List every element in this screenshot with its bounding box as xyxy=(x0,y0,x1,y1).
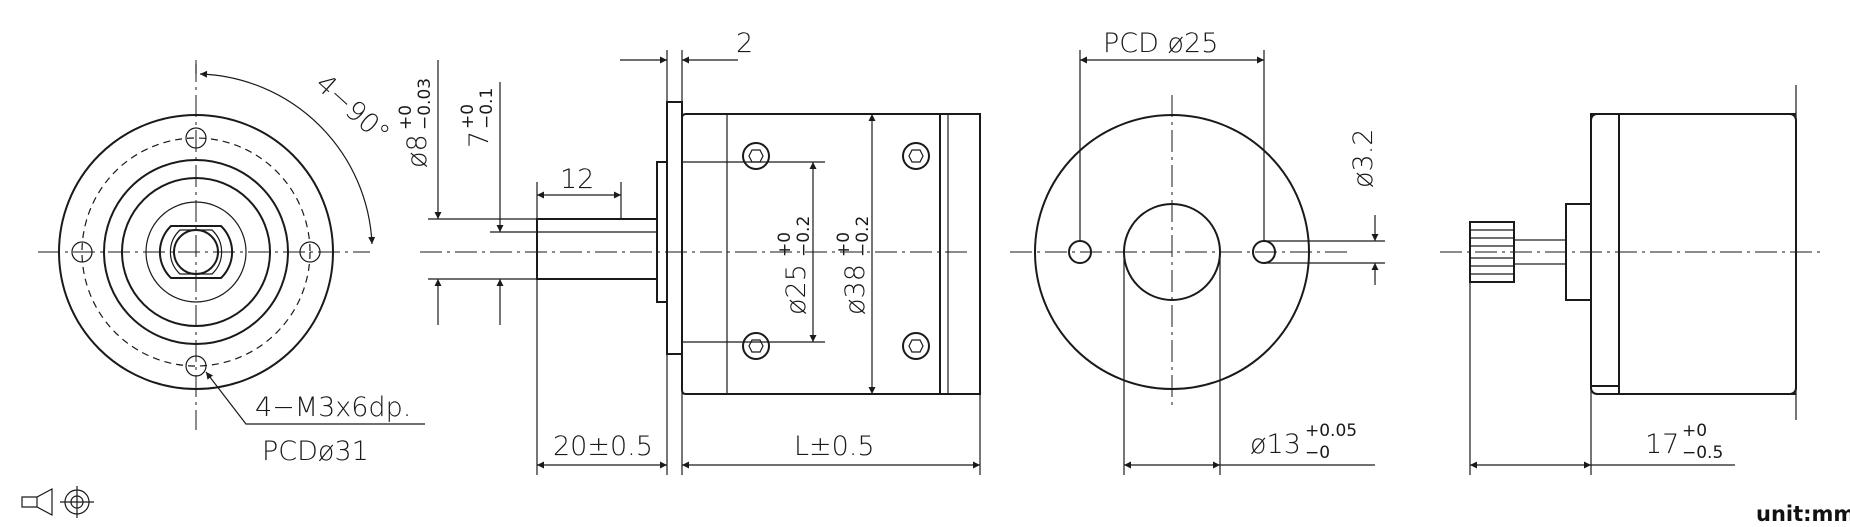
shaft-dia-label: ø8 xyxy=(402,134,433,168)
body-dia-upper-tol: +0 xyxy=(834,232,854,257)
body-length-label: L±0.5 xyxy=(794,431,875,462)
shaft-length-label: 12 xyxy=(560,164,594,195)
thread-spec-label: 4−M3x6dp. xyxy=(255,392,411,423)
pcd-rear-label: PCD ø25 xyxy=(1103,28,1218,59)
side-length-label: 17 xyxy=(1645,429,1679,460)
body-dia-label: ø38 xyxy=(840,264,871,315)
shaft-dia-upper-tol: +0 xyxy=(396,105,416,130)
rear-view: PCD ø25 ø3.2 ø13 +0.05 −0 xyxy=(1010,28,1385,475)
boss-dia-upper-tol: +0.05 xyxy=(1305,421,1357,441)
side-length-lower-tol: −0.5 xyxy=(1682,443,1723,463)
side-length-upper-tol: +0 xyxy=(1682,421,1707,441)
first-angle-projection-icon xyxy=(21,486,94,518)
pilot-dia-upper-tol: +0 xyxy=(775,232,795,257)
side-view: ø8 +0 −0.03 7 +0 −0.1 12 2 ø25 +0 −0.2 ø… xyxy=(396,28,981,475)
thread-pcd-label: PCDø31 xyxy=(262,436,369,467)
front-view: 4−90° 4−M3x6dp. PCDø31 xyxy=(38,60,425,467)
angle-spacing-label: 4−90° xyxy=(309,68,395,150)
unit-label: unit:mm xyxy=(1756,502,1850,526)
pilot-dia-lower-tol: −0.2 xyxy=(794,216,814,257)
shaft-dia-lower-tol: −0.03 xyxy=(415,78,435,130)
hole-dia-label: ø3.2 xyxy=(1348,129,1379,188)
pilot-dia-label: ø25 xyxy=(781,264,812,315)
shaft-total-label: 20±0.5 xyxy=(553,431,653,462)
body-dia-lower-tol: −0.2 xyxy=(853,216,873,257)
flat-upper-tol: +0 xyxy=(458,104,478,129)
right-side-view: 17 +0 −0.5 xyxy=(1440,85,1820,475)
gap-label: 2 xyxy=(736,28,753,59)
flat-lower-tol: −0.1 xyxy=(477,88,497,129)
boss-dia-lower-tol: −0 xyxy=(1305,443,1330,463)
boss-dia-label: ø13 xyxy=(1250,429,1301,460)
flat-label: 7 xyxy=(464,131,495,148)
